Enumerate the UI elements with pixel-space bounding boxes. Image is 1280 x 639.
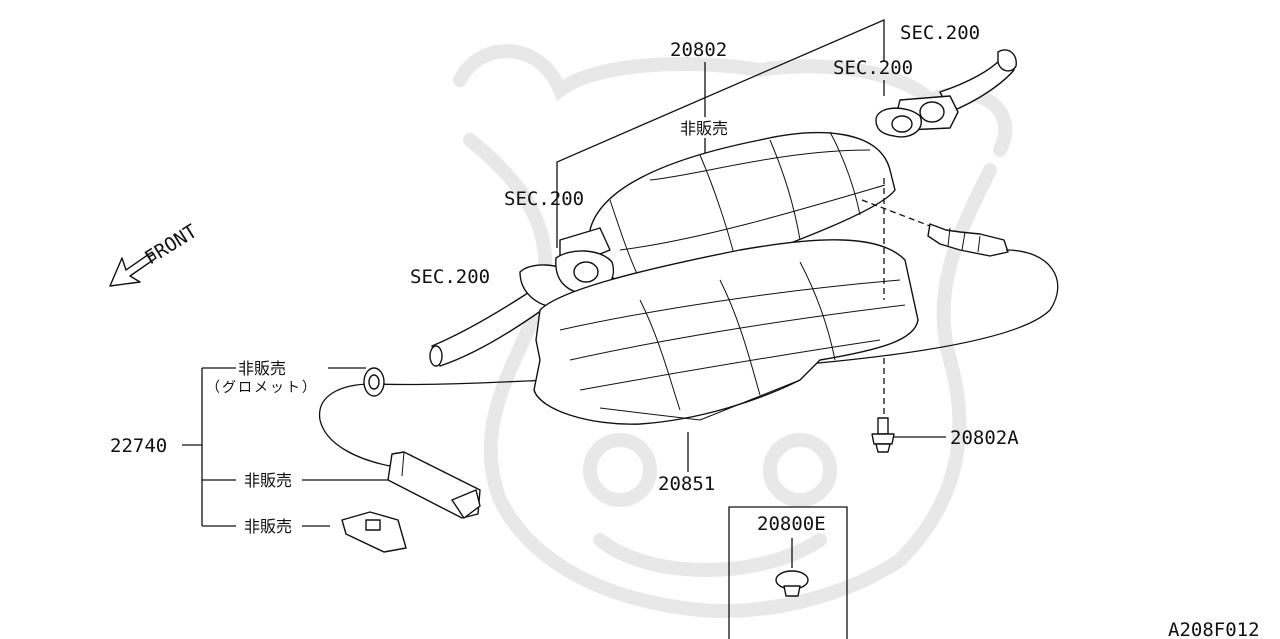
figure-code: A208F012	[1168, 619, 1260, 639]
label-sec200-upper: SEC.200	[833, 57, 913, 79]
front-label: FRONT	[141, 220, 201, 269]
heat-shield	[533, 239, 919, 425]
clip-20800E-box	[728, 506, 848, 639]
leader-lines-20802	[556, 19, 885, 248]
label-22740: 22740	[110, 435, 167, 457]
oxygen-sensor	[379, 199, 1059, 386]
front-arrow: FRONT	[109, 220, 201, 287]
label-20802-note: 非販売	[680, 119, 728, 138]
label-connector-note: 非販売	[244, 471, 292, 490]
label-bracket-note: 非販売	[244, 517, 292, 536]
label-sec200-mid: SEC.200	[504, 188, 584, 210]
label-20802A: 20802A	[950, 427, 1019, 449]
label-sec200-top-right: SEC.200	[900, 22, 980, 44]
label-20800E: 20800E	[757, 513, 826, 535]
label-grommet-sub: （グロメット）	[206, 380, 318, 396]
label-sec200-left: SEC.200	[410, 266, 490, 288]
label-20851: 20851	[658, 473, 715, 495]
front-exhaust-pipe	[875, 49, 1017, 138]
bolt-20802A	[871, 178, 946, 453]
label-grommet-note: 非販売	[238, 359, 286, 378]
bracket-22740	[182, 367, 388, 527]
harness-22740	[318, 367, 481, 553]
label-20802: 20802	[670, 39, 727, 61]
